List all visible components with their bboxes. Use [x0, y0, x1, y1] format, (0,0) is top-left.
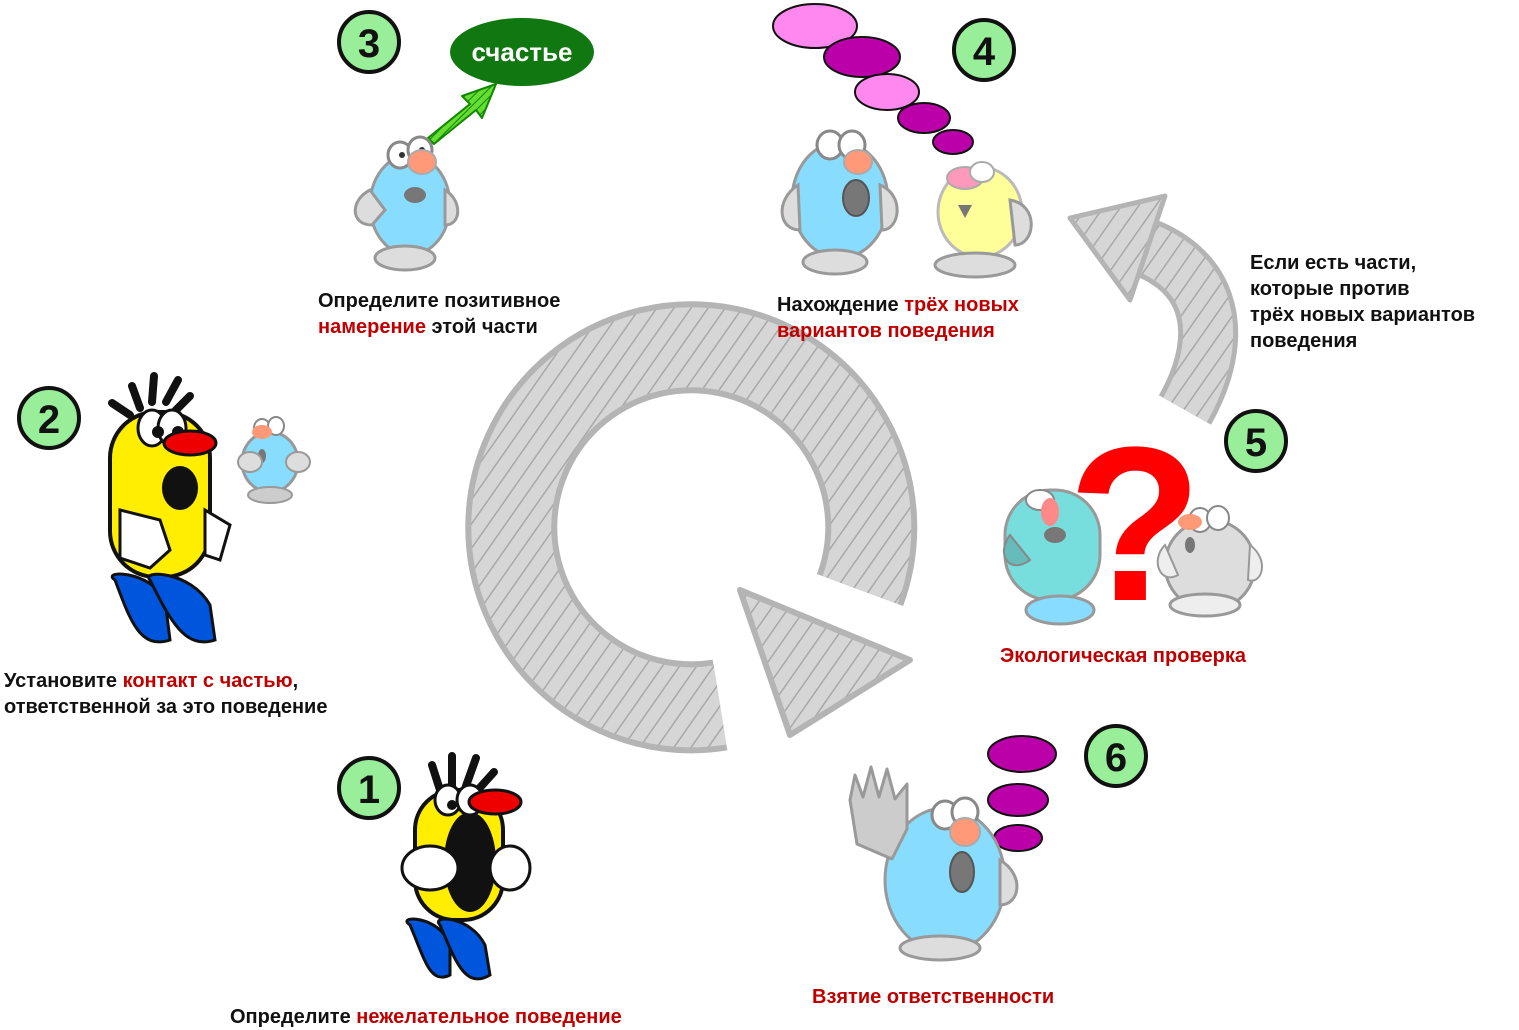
side-note-line4: поведения [1250, 330, 1358, 352]
step-3-caption-line1: Определите позитивное [318, 290, 561, 312]
side-note-line3: трёх новых вариантов [1250, 304, 1476, 326]
character-step-4 [780, 129, 1033, 279]
character-step-5 [1003, 488, 1264, 626]
thought-bubbles-step-4 [772, 3, 974, 155]
step-2-caption-line1: Установите контакт с частью, [4, 668, 327, 694]
step-4-badge: 4 [952, 18, 1016, 82]
step-6-number: 6 [1105, 736, 1127, 780]
step-3-badge: 3 [337, 10, 401, 74]
step-1-caption-highlight: нежелательное поведение [356, 1006, 622, 1028]
step-2-caption-pre: Установите [4, 670, 123, 692]
side-note-line1: Если есть части, [1250, 252, 1417, 274]
step-4-caption-line1: Нахождение трёх новых [777, 292, 1019, 318]
step-3-number: 3 [358, 22, 380, 66]
step-3-caption-post: этой части [425, 316, 538, 338]
step-4-caption: Нахождение трёх новых вариантов поведени… [777, 292, 1019, 344]
character-step-3 [353, 135, 460, 272]
green-arrow [427, 83, 497, 145]
step-3-caption-line2: намерение этой части [318, 314, 560, 340]
step-1-badge: 1 [337, 756, 401, 820]
step-2-caption-highlight: контакт с частью [122, 670, 293, 692]
step-2-caption-line2: ответственной за это поведение [4, 696, 328, 718]
step-6-badge: 6 [1084, 724, 1148, 788]
step-6-caption: Взятие ответственности [812, 986, 1055, 1008]
step-5-badge: 5 [1224, 409, 1288, 473]
character-step-1 [400, 752, 532, 981]
step-3-caption-highlight: намерение [318, 316, 426, 338]
side-note-line2: которые против [1250, 278, 1410, 300]
step-2-badge: 2 [17, 386, 81, 450]
return-arrow [1067, 193, 1239, 425]
character-step-6 [848, 765, 1019, 962]
step-4-caption-pre: Нахождение [777, 294, 905, 316]
side-note: Если есть части, которые против трёх нов… [1250, 250, 1475, 354]
step-2-caption-post: , [292, 670, 299, 692]
step-1-caption-pre: Определите [230, 1006, 357, 1028]
character-step-2 [108, 372, 311, 644]
step-4-caption-line2: вариантов поведения [777, 320, 995, 342]
happiness-bubble: счастье [450, 18, 594, 86]
step-2-caption: Установите контакт с частью, ответственн… [4, 668, 327, 720]
happiness-label: счастье [472, 37, 573, 67]
step-3-caption: Определите позитивное намерение этой час… [318, 288, 560, 340]
step-4-caption-highlight: трёх новых [904, 294, 1019, 316]
thought-bubbles-step-6 [987, 735, 1057, 852]
step-1-number: 1 [358, 768, 380, 812]
step-1-caption: Определите нежелательное поведение [230, 1004, 622, 1030]
step-5-caption: Экологическая проверка [1000, 645, 1246, 667]
cycle-arrow [465, 301, 918, 754]
step-5-number: 5 [1245, 421, 1267, 465]
step-4-number: 4 [973, 30, 996, 74]
step-2-number: 2 [38, 398, 60, 442]
